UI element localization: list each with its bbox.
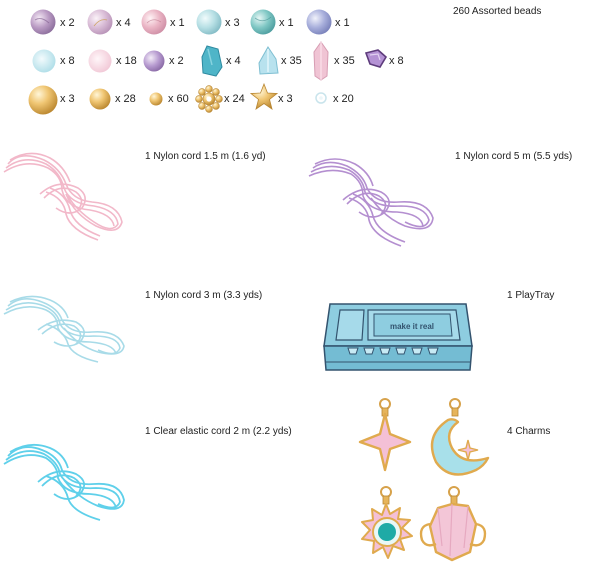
gold-flower-spacer-icon xyxy=(195,85,223,113)
bead-qty: x 2 xyxy=(169,55,184,67)
bead-qty: x 4 xyxy=(226,55,241,67)
marble-bead-lilac-icon xyxy=(87,9,113,35)
bead-qty: x 60 xyxy=(168,93,189,105)
bead-qty: x 2 xyxy=(60,17,75,29)
bead-qty: x 8 xyxy=(60,55,75,67)
glass-chip-teal-icon xyxy=(201,45,223,77)
gold-star-bead-icon xyxy=(250,83,278,110)
bead-qty: x 4 xyxy=(116,17,131,29)
crystal-point-pink-icon xyxy=(313,41,329,81)
bead-qty: x 3 xyxy=(225,17,240,29)
purple-cord-icon xyxy=(308,158,434,247)
play-tray-icon: make it real xyxy=(323,303,473,371)
marble-bead-violet-icon xyxy=(143,50,165,72)
crystal-charm-icon xyxy=(419,486,487,562)
gold-bead-large-icon xyxy=(28,85,58,115)
marble-bead-pink-icon xyxy=(141,9,167,35)
play-tray-label: 1 PlayTray xyxy=(507,290,555,301)
marble-bead-purple-icon xyxy=(30,9,56,35)
bead-qty: x 1 xyxy=(335,17,350,29)
pink-cord-icon xyxy=(3,152,123,241)
glass-chip-lightblue-icon xyxy=(258,46,279,75)
moon-charm-icon xyxy=(430,398,490,476)
bead-qty: x 28 xyxy=(115,93,136,105)
tray-logo-text: make it real xyxy=(390,322,434,331)
clear-seed-bead-icon xyxy=(315,92,327,104)
light-blue-cord-label: 1 Nylon cord 3 m (3.3 yds) xyxy=(145,290,263,301)
bead-qty: x 3 xyxy=(60,93,75,105)
gold-bead-medium-icon xyxy=(89,88,111,110)
crystal-chip-purple-icon xyxy=(364,49,388,68)
clear-elastic-cord-icon xyxy=(3,443,125,521)
bead-qty: x 24 xyxy=(224,93,245,105)
purple-cord-label: 1 Nylon cord 5 m (5.5 yds) xyxy=(455,151,573,162)
bead-qty: x 8 xyxy=(389,55,404,67)
bead-qty: x 18 xyxy=(116,55,137,67)
star-charm-icon xyxy=(358,398,412,472)
bead-qty: x 35 xyxy=(334,55,355,67)
frosted-bead-pink-icon xyxy=(88,49,112,73)
bead-qty: x 20 xyxy=(333,93,354,105)
sun-charm-icon xyxy=(361,486,413,559)
marble-bead-periwinkle-icon xyxy=(306,9,332,35)
assorted-beads-title: 260 Assorted beads xyxy=(453,6,542,17)
charms-label: 4 Charms xyxy=(507,426,551,437)
marble-bead-teal-icon xyxy=(250,9,276,35)
bead-qty: x 1 xyxy=(279,17,294,29)
bead-qty: x 3 xyxy=(278,93,293,105)
light-blue-cord-icon xyxy=(3,295,125,363)
marble-bead-aqua-icon xyxy=(196,9,222,35)
bead-qty: x 1 xyxy=(170,17,185,29)
pink-cord-label: 1 Nylon cord 1.5 m (1.6 yd) xyxy=(145,151,266,162)
charms-icon xyxy=(358,398,490,562)
bead-qty: x 35 xyxy=(281,55,302,67)
frosted-bead-aqua-icon xyxy=(32,49,56,73)
clear-elastic-cord-label: 1 Clear elastic cord 2 m (2.2 yds) xyxy=(145,426,292,437)
gold-bead-small-icon xyxy=(149,92,163,106)
